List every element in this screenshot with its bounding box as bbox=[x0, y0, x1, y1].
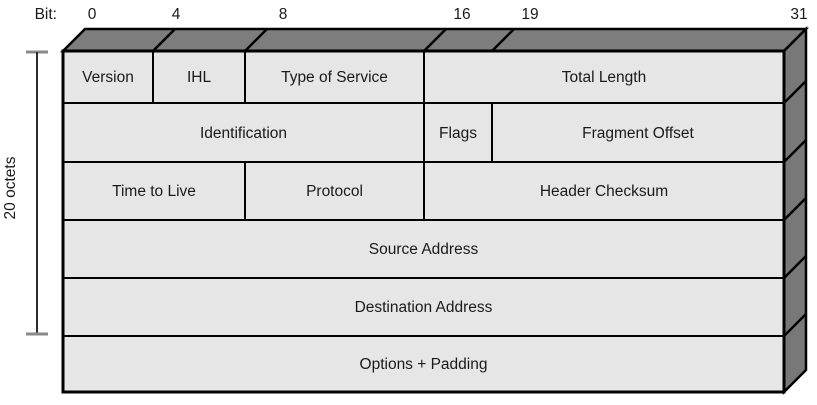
field-header-checksum-label: Header Checksum bbox=[540, 183, 668, 200]
field-destination-address-label: Destination Address bbox=[355, 299, 493, 316]
bit-tick-19: 19 bbox=[521, 6, 538, 23]
side-diagonal-row3 bbox=[783, 197, 807, 221]
field-total-length bbox=[423, 50, 785, 104]
bit-tick-4: 4 bbox=[172, 6, 181, 23]
side-diagonal-row2 bbox=[783, 139, 807, 163]
field-source-address-label: Source Address bbox=[369, 241, 479, 258]
field-identification-label: Identification bbox=[200, 125, 287, 142]
side-diagonal-row1 bbox=[783, 80, 807, 104]
field-flags bbox=[423, 102, 493, 163]
bit-tick-8: 8 bbox=[279, 6, 288, 23]
bit-scale-caption: Bit: bbox=[35, 6, 57, 23]
field-type-of-service-label: Type of Service bbox=[281, 69, 388, 86]
top-diagonal-bit8 bbox=[244, 28, 268, 52]
field-type-of-service bbox=[244, 50, 425, 104]
field-protocol-label: Protocol bbox=[306, 183, 363, 200]
top-diagonal-bit4 bbox=[152, 28, 176, 52]
field-protocol bbox=[244, 161, 425, 221]
field-options-padding bbox=[62, 335, 785, 393]
field-time-to-live-label: Time to Live bbox=[112, 183, 196, 200]
field-time-to-live bbox=[62, 161, 246, 221]
top-diagonal-bit16 bbox=[423, 28, 447, 52]
side-diagonal-row5 bbox=[783, 313, 807, 337]
octets-label: 20 octets bbox=[2, 156, 19, 219]
top-diagonal-bit19 bbox=[491, 28, 515, 52]
field-options-padding-label: Options + Padding bbox=[360, 356, 488, 373]
bit-tick-31: 31 bbox=[790, 6, 807, 23]
front-face-outline bbox=[61, 49, 786, 394]
bit-tick-0: 0 bbox=[88, 6, 97, 23]
field-version-label: Version bbox=[82, 69, 134, 86]
field-total-length-label: Total Length bbox=[562, 69, 646, 86]
side-diagonal-row4 bbox=[783, 255, 807, 279]
field-ihl-label: IHL bbox=[187, 69, 212, 86]
field-source-address bbox=[62, 219, 785, 279]
field-destination-address bbox=[62, 277, 785, 337]
bit-tick-16: 16 bbox=[453, 6, 470, 23]
field-flags-label: Flags bbox=[439, 125, 477, 142]
field-fragment-offset-label: Fragment Offset bbox=[582, 125, 694, 142]
